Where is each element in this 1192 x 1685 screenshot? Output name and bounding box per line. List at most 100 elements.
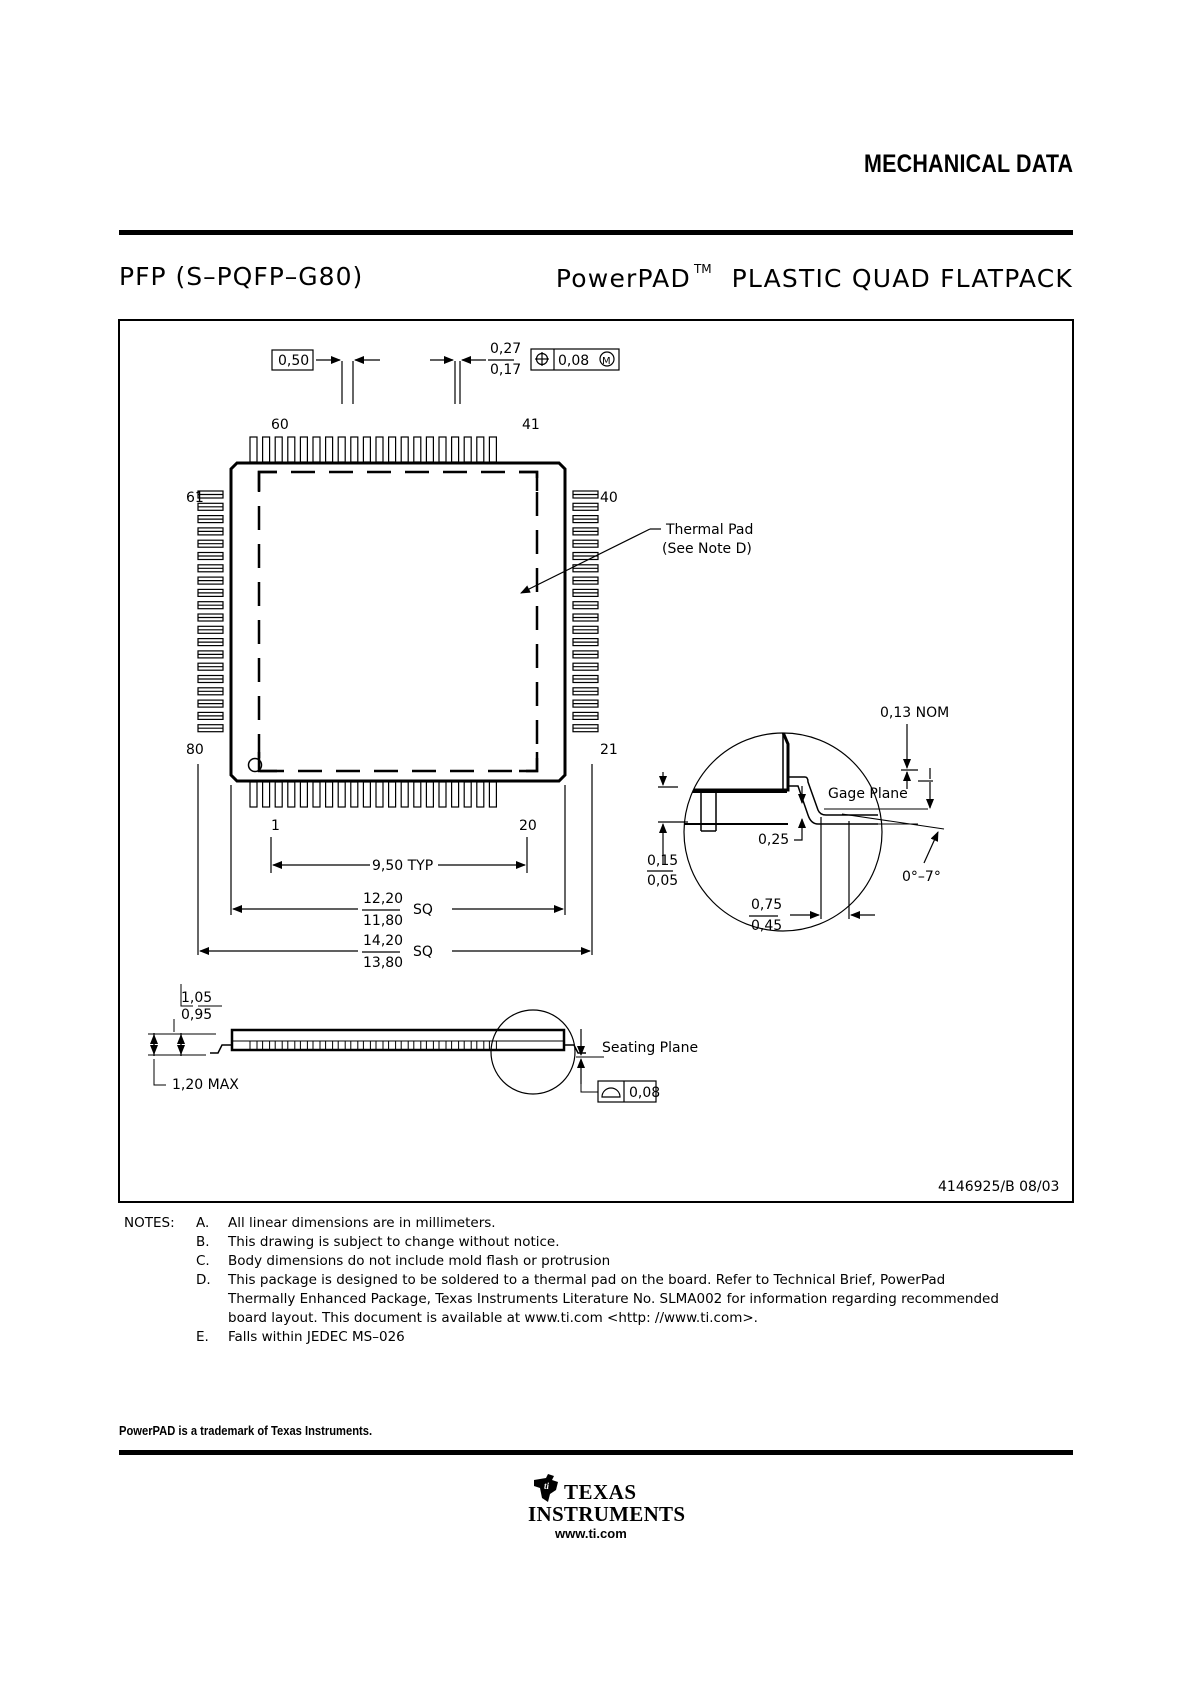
lead [388,781,397,808]
coplanarity-value: 0,08 [629,1085,660,1101]
lead [337,781,346,808]
overall-sq: SQ [413,944,433,960]
trademark-sup: TM [693,262,712,276]
top-view [197,436,599,808]
lead [312,781,321,808]
note-text: Falls within JEDEC MS–026 [228,1329,405,1345]
gage-height-label: 0,25 [758,832,789,848]
package-name-prefix: PowerPAD [555,264,691,293]
note-text: All linear dimensions are in millimeters… [228,1215,496,1231]
lead [476,781,485,808]
lead [375,781,384,808]
lead [388,436,397,463]
foot-max: 0,75 [751,897,782,913]
lead [287,436,296,463]
lead [325,436,334,463]
seating-plane-label: Seating Plane [602,1040,698,1056]
lead [413,436,422,463]
note-text: Body dimensions do not include mold flas… [228,1253,611,1269]
lead [438,436,447,463]
body-max: 12,20 [363,891,403,907]
lead [262,436,271,463]
thermal-pad-note: (See Note D) [662,541,752,557]
note-item: C. Body dimensions do not include mold fl… [196,1252,1104,1271]
lead [463,436,472,463]
lead [274,436,283,463]
lead [274,781,283,808]
header-rule [119,230,1073,235]
lead [312,436,321,463]
lead [362,436,371,463]
lead [350,781,359,808]
note-item: D. This package is designed to be soldere… [196,1271,1008,1328]
notes: NOTES: A. All linear dimensions are in mi… [124,1214,1104,1347]
body-min: 11,80 [363,913,403,929]
lead [299,436,308,463]
pin1-indicator [247,757,263,773]
lead [249,436,258,463]
lead [425,436,434,463]
pitch-box-label: 0,50 [278,353,309,369]
lead [488,781,497,808]
notes-list: A. All linear dimensions are in millimete… [124,1214,1104,1347]
standoff-min: 0,05 [647,873,678,889]
lead [325,781,334,808]
gage-plane-label: Gage Plane [828,786,908,802]
note-item: E.Falls within JEDEC MS–026 [196,1328,1104,1347]
overall-min: 13,80 [363,955,403,971]
package-id: PFP (S–PQFP–G80) [119,262,364,291]
lead [463,781,472,808]
side-view [148,984,657,1103]
note-text: This package is designed to be soldered … [228,1272,999,1326]
mechanical-drawing: 60 41 61 40 80 21 1 20 0,50 0,27 0,17 0,… [118,319,1074,1203]
body-thk-max: 1,05 [181,990,212,1006]
pin-80-label: 80 [186,742,204,758]
lead [438,781,447,808]
lead [400,436,409,463]
lead-thk-label: 0,13 NOM [880,705,949,721]
leads [197,436,599,808]
doc-number: 4146925/B 08/03 [938,1179,1059,1195]
standoff-max: 0,15 [647,853,678,869]
lead [451,436,460,463]
lead [476,436,485,463]
logo-texas: TEXAS [564,1480,637,1504]
thermal-pad-outline [257,470,539,773]
note-item: B.This drawing is subject to change with… [196,1233,1104,1252]
footer-rule [119,1450,1073,1455]
detail-view [683,732,945,932]
lead [350,436,359,463]
lead [425,781,434,808]
pin-41-label: 41 [522,417,540,433]
note-letter: A. [196,1215,210,1231]
trademark-note: PowerPAD is a trademark of Texas Instrum… [119,1423,373,1438]
lead [299,781,308,808]
body-sq: SQ [413,902,433,918]
package-body [229,461,567,783]
lead [375,436,384,463]
position-modifier: M [602,356,611,367]
drawing-frame [118,319,1074,1203]
height-max: 1,20 MAX [172,1077,239,1093]
overall-max: 14,20 [363,933,403,949]
notes-heading: NOTES: [124,1215,175,1231]
note-letter: D. [196,1272,211,1288]
lead [362,781,371,808]
thermal-pad-label: Thermal Pad [665,522,753,538]
lead [451,781,460,808]
pin-20-label: 20 [519,818,537,834]
lead [488,436,497,463]
note-item: A. All linear dimensions are in millimete… [196,1214,1104,1233]
lead [400,781,409,808]
logo-instruments: INSTRUMENTS [528,1502,686,1526]
note-text: This drawing is subject to change withou… [228,1234,560,1250]
note-letter: C. [196,1253,210,1269]
typ-span: 9,50 TYP [372,858,433,874]
body-thk-min: 0,95 [181,1007,212,1023]
lead [413,781,422,808]
pin-1-label: 1 [271,818,280,834]
package-name-suffix: PLASTIC QUAD FLATPACK [731,264,1073,293]
ti-logo-icon: ti [534,1474,558,1502]
pin-21-label: 21 [600,742,618,758]
